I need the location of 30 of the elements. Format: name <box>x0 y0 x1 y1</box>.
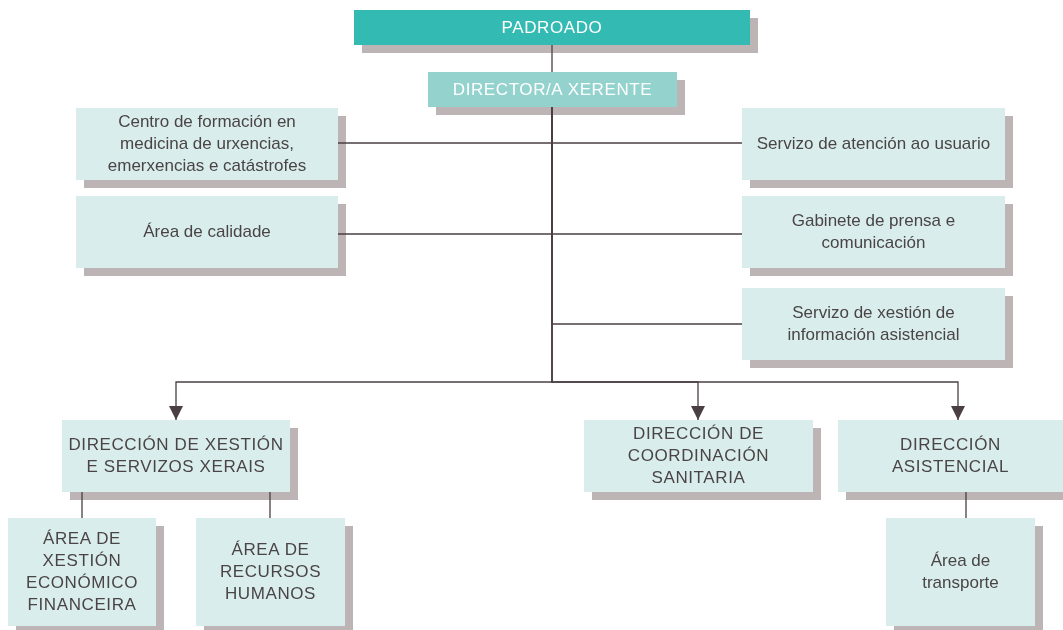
org-box <box>8 518 156 626</box>
org-box <box>76 108 338 180</box>
org-box <box>76 196 338 268</box>
box-label: DIRECCIÓN ASISTENCIAL <box>890 434 1011 478</box>
box-label: Gabinete de prensa e comunicación <box>790 210 957 254</box>
connector-line <box>965 491 967 519</box>
box-label: Centro de formación en medicina de urxencias, emerxencias e catástrofes <box>106 111 308 177</box>
box-label: Servizo de xestión de información asistencial <box>786 302 961 346</box>
org-box <box>742 288 1005 360</box>
org-box <box>428 72 677 107</box>
box-label: DIRECCIÓN DE COORDINACIÓN SANITARIA <box>626 423 771 489</box>
connector-line <box>81 491 83 519</box>
org-box <box>886 518 1035 626</box>
box-label: Servizo de atención ao usuario <box>756 133 991 155</box>
box-label: Área de calidade <box>143 221 271 243</box>
org-box <box>584 420 813 492</box>
connector-line <box>551 44 553 73</box>
org-box <box>742 196 1005 268</box>
org-box <box>838 420 1063 492</box>
connector-line <box>269 491 271 519</box>
box-label: DIRECTOR/A XERENTE <box>452 78 653 101</box>
box-label: Área de transporte <box>921 550 1000 594</box>
box-label: DIRECCIÓN DE XESTIÓN E SERVIZOS XERAIS <box>68 434 284 478</box>
org-box <box>354 10 750 45</box>
box-label: PADROADO <box>501 16 603 39</box>
box-label: ÁREA DE XESTIÓN ECONÓMICO FINANCEIRA <box>24 528 140 616</box>
org-box <box>196 518 345 626</box>
org-box <box>62 420 290 492</box>
box-label: ÁREA DE RECURSOS HUMANOS <box>218 539 323 605</box>
org-box <box>742 108 1005 180</box>
